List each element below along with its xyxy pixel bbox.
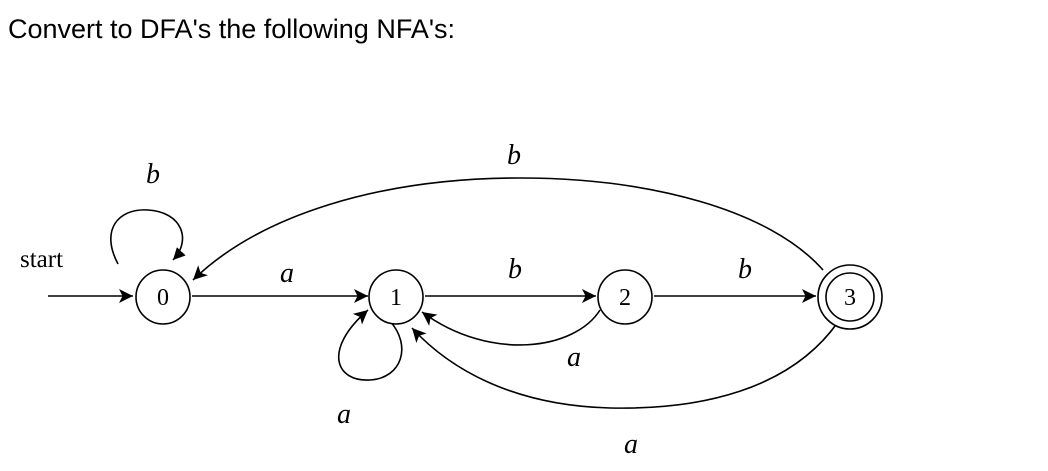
edge-label-2-1: a [567, 342, 581, 373]
edge-label-0-1: a [280, 258, 294, 289]
state-0-label: 0 [157, 285, 169, 311]
transition-3-1-a [411, 321, 839, 409]
transition-3-0-b [192, 177, 824, 281]
question-text: Convert to DFA's the following NFA's: [8, 14, 455, 44]
edge-label-1-1: a [337, 399, 351, 430]
edge-label-3-0: b [507, 140, 521, 171]
edge-label-1-2: b [508, 254, 522, 285]
state-2-label: 2 [619, 285, 631, 311]
transition-0-0-b [110, 209, 186, 265]
state-3-label: 3 [844, 285, 856, 311]
transition-2-1-a [421, 309, 601, 346]
state-1-label: 1 [390, 285, 402, 311]
edge-label-2-3: b [738, 254, 752, 285]
edge-label-3-1: a [624, 429, 638, 460]
state-2: 2 [597, 269, 653, 325]
state-1: 1 [368, 269, 424, 325]
state-0: 0 [135, 269, 191, 325]
state-3-accepting: 3 [817, 264, 883, 330]
transition-1-1-a [338, 309, 403, 381]
edge-label-0-0: b [146, 159, 160, 190]
start-label: start [20, 246, 63, 273]
